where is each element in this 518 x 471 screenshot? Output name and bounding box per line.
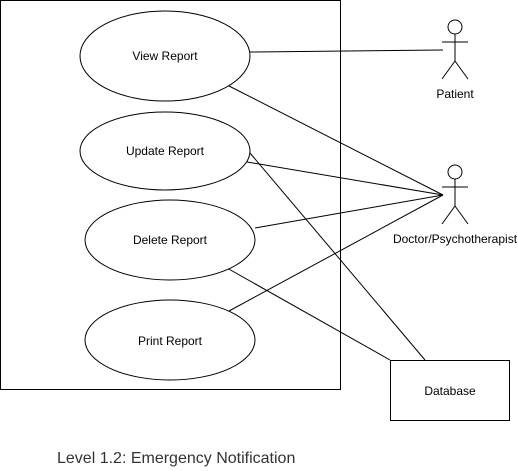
database-box: Database [390, 360, 510, 421]
diagram-caption: Level 1.2: Emergency Notification [57, 450, 296, 467]
association-line-view-patient [249, 49, 444, 53]
actor-label: Patient [436, 87, 474, 101]
use-case-label: Delete Report [133, 233, 208, 247]
use-case-ellipse [79, 111, 251, 191]
association-line-print-doctor [228, 194, 444, 312]
use-case-ellipse [79, 10, 251, 102]
use-case-update-report: Update Report [79, 111, 251, 191]
actor-label: Doctor/Psychotherapist [393, 232, 518, 246]
actor-patient: Patient [436, 19, 474, 101]
stick-figure-icon [441, 164, 469, 225]
database-label: Database [424, 384, 476, 398]
association-line-delete-doctor [254, 194, 444, 229]
association-line-update-database [249, 152, 426, 361]
actor-doctor-psychotherapist: Doctor/Psychotherapist [393, 164, 518, 246]
use-case-delete-report: Delete Report [84, 199, 256, 281]
stick-figure-icon [441, 19, 469, 80]
association-lines [226, 49, 444, 361]
use-case-ellipse [84, 299, 256, 381]
association-line-view-doctor [228, 85, 444, 196]
association-line-update-doctor [246, 161, 444, 196]
use-case-label: View Report [132, 49, 198, 63]
association-line-delete-database [226, 267, 391, 361]
use-case-view-report: View Report [79, 10, 251, 102]
database-rect [390, 360, 510, 421]
use-case-print-report: Print Report [84, 299, 256, 381]
use-case-ellipse [84, 199, 256, 281]
use-case-label: Print Report [138, 334, 203, 348]
use-case-label: Update Report [126, 144, 205, 158]
